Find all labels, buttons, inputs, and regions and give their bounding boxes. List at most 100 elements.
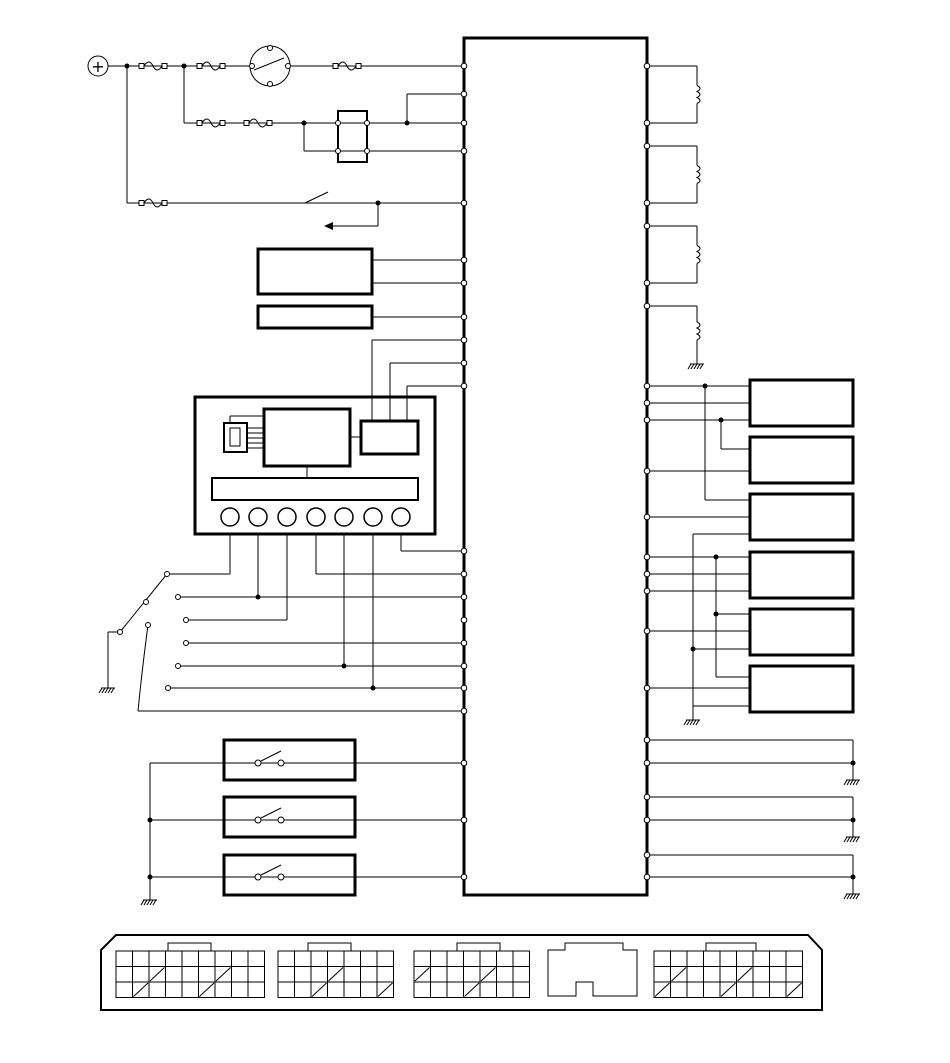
right-ground-pairs [647, 739, 856, 894]
cell-marker [671, 967, 687, 982]
connector-cell [294, 966, 312, 983]
solenoid-coil [695, 321, 701, 341]
solenoid-coil [695, 165, 701, 184]
indicator-lamp [391, 507, 411, 527]
connector-cell [277, 966, 295, 983]
cell-marker [786, 982, 802, 997]
cell-marker [720, 982, 736, 997]
ecu-left-pin [460, 90, 468, 98]
ecu-left-pin [460, 684, 468, 692]
ecu-left-pin [460, 336, 468, 344]
connector-cell [785, 966, 803, 983]
sensor-block-1 [256, 247, 374, 296]
connector-cell [360, 966, 378, 983]
main-relay [337, 110, 368, 163]
connector-cell [294, 981, 312, 998]
connector-cell [496, 981, 514, 998]
bottom-left-switches [147, 738, 464, 900]
combination-meter [193, 395, 437, 536]
ecu-right-pin [643, 302, 651, 310]
connector-cell [231, 966, 249, 983]
connector-cell [769, 950, 787, 967]
connector-cell [496, 950, 514, 967]
cell-marker [133, 982, 149, 997]
ecu-left-pin [460, 759, 468, 767]
connector-cell [719, 950, 737, 967]
switch-contact [254, 864, 285, 881]
indicator-lamp [363, 507, 383, 527]
connector-cell [512, 966, 530, 983]
connector-cell [231, 950, 249, 967]
connector-cell [686, 950, 704, 967]
connector-grid [413, 942, 530, 998]
ecu-left-pin [460, 359, 468, 367]
right-solenoids [647, 65, 701, 364]
ecu-right-pin [643, 62, 651, 70]
ecu-right-pin [643, 553, 651, 561]
indicator-lamps [220, 507, 411, 527]
ecu-left-pin [460, 279, 468, 287]
connector-cell [479, 950, 497, 967]
cell-marker [328, 967, 344, 982]
connector-cell [769, 966, 787, 983]
ecu-left-pin [460, 616, 468, 624]
connector-cell [463, 950, 481, 967]
meter-display [262, 407, 352, 468]
ecu-left-pin [460, 639, 468, 647]
right-block-4 [748, 550, 855, 600]
right-block-3 [748, 492, 855, 542]
connector-cell [736, 981, 754, 998]
solenoid-valve [647, 225, 701, 284]
connector-cell [327, 950, 345, 967]
ecu-right-pin [643, 736, 651, 744]
switch-box-1 [222, 738, 357, 782]
ecu-right-pin [643, 759, 651, 767]
connector-cell [247, 966, 265, 983]
connector-cell [181, 966, 199, 983]
sensor-block-2 [256, 304, 374, 330]
connector-cell [148, 950, 166, 967]
connector-cell [360, 950, 378, 967]
connector-grid [277, 942, 394, 998]
fuse-symbol [196, 118, 226, 128]
connector-cell [198, 966, 216, 983]
ecu-left-pin [460, 707, 468, 715]
ground-symbol [687, 363, 704, 370]
fuse-symbol [196, 61, 226, 71]
ecu-right-pin [643, 279, 651, 287]
ecu-right-pin [643, 467, 651, 475]
ecu-right-pin [643, 851, 651, 859]
cell-marker [377, 982, 393, 997]
connector-cell [496, 966, 514, 983]
connector-cell [703, 950, 721, 967]
connector-cell [310, 966, 328, 983]
ecu-right-pin [643, 416, 651, 424]
connector-cell [277, 981, 295, 998]
connector-cell [310, 950, 328, 967]
indicator-lamp [277, 507, 297, 527]
connector-cell [752, 981, 770, 998]
ecu-left-pin [460, 256, 468, 264]
ecu-right-pin [643, 873, 651, 881]
connector-cell [214, 981, 232, 998]
ecu-right-pin [643, 816, 651, 824]
switch-box-2 [222, 795, 357, 839]
right-sensor-blocks [647, 378, 855, 720]
stop-lamp-switch [304, 191, 329, 204]
ground-symbol [843, 779, 860, 786]
meter-bus-bar [211, 477, 419, 501]
connector-cell [115, 950, 133, 967]
switch-contact [254, 750, 285, 767]
right-block-1 [748, 378, 855, 428]
connector-grid [115, 942, 265, 998]
fuse-symbol [332, 61, 362, 71]
ground-symbol [843, 836, 860, 843]
connector-cell [446, 950, 464, 967]
connector-cell [752, 950, 770, 967]
connector-cell [653, 966, 671, 983]
connector-cell [277, 950, 295, 967]
connector-cell [165, 966, 183, 983]
connector-cell [719, 966, 737, 983]
connector-grids [115, 942, 803, 998]
connector-cell [736, 950, 754, 967]
